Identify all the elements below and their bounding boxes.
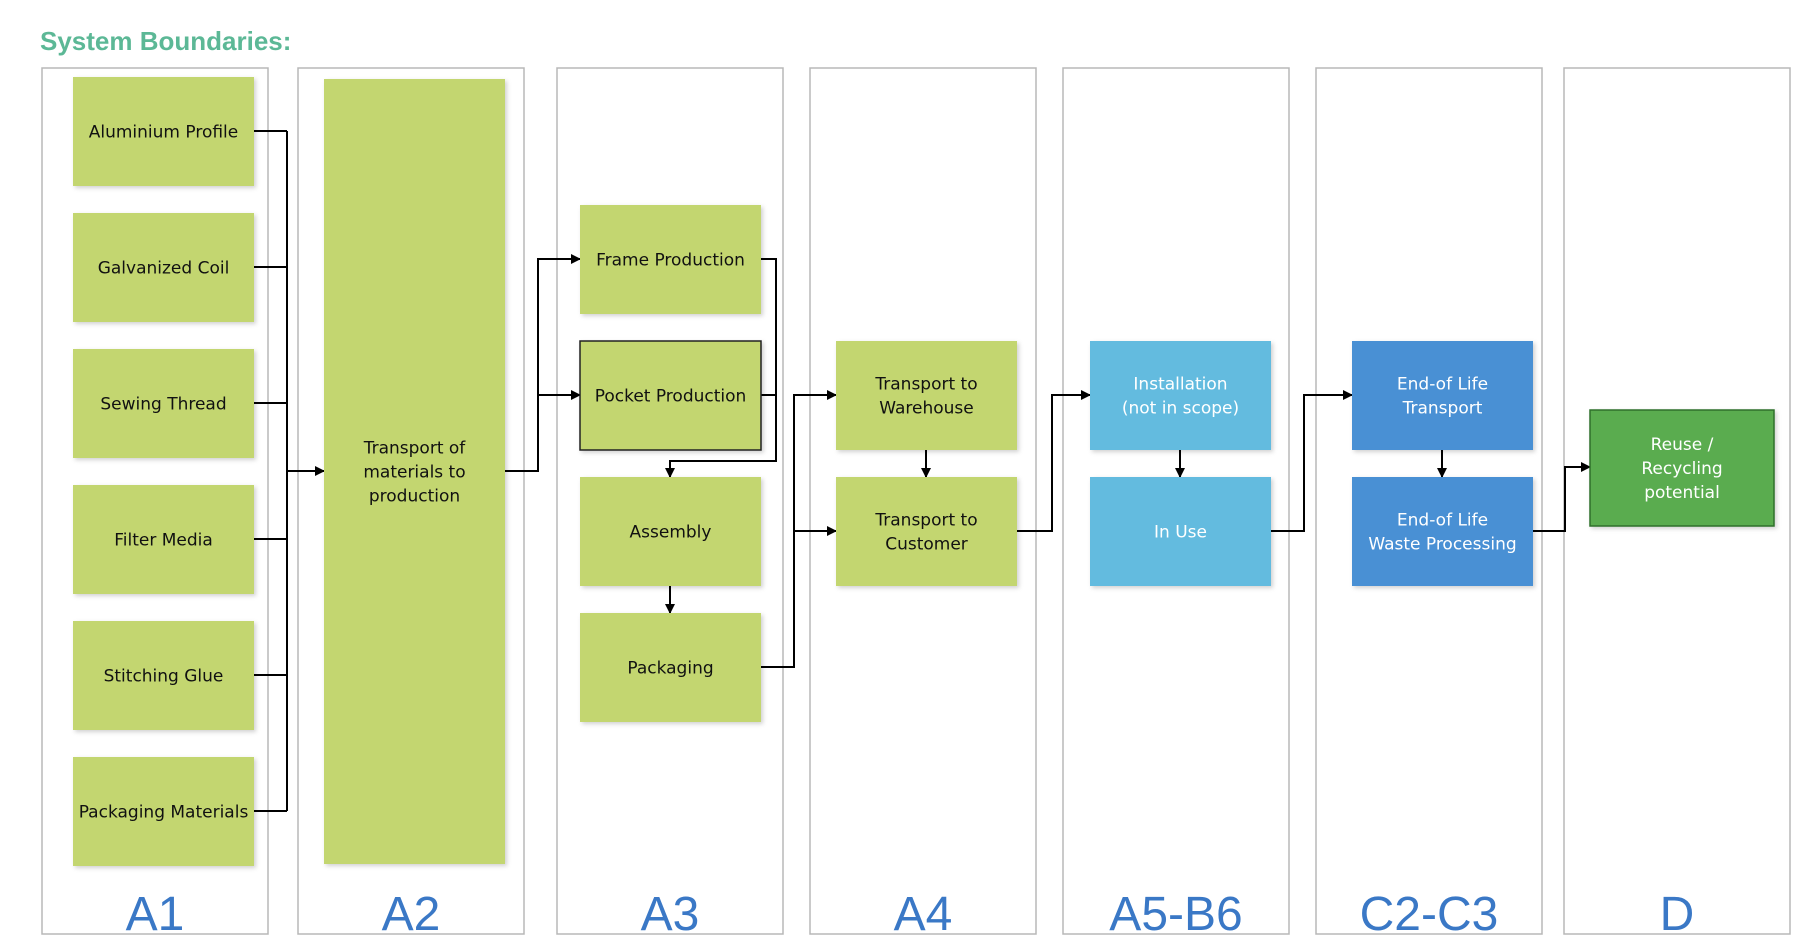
node-label-warehouse: Transport to — [874, 375, 977, 395]
column-label-a4: A4 — [894, 888, 953, 941]
node-customer: Transport to Customer — [836, 477, 1017, 586]
column-label-c2c3: C2-C3 — [1360, 888, 1499, 941]
node-box-glue — [73, 621, 254, 730]
node-label-eolwaste: End-of Life — [1397, 511, 1488, 531]
node-box-eolwaste — [1352, 477, 1533, 586]
node-box-customer — [836, 477, 1017, 586]
node-packaging: Packaging — [580, 613, 761, 722]
node-reuse: Reuse / Recycling potential — [1589, 409, 1775, 527]
node-label-inuse: In Use — [1154, 523, 1207, 543]
node-box-assembly — [580, 477, 761, 586]
node-label-install: (not in scope) — [1122, 399, 1239, 419]
node-install: Installation (not in scope) — [1090, 341, 1271, 450]
node-label-transport: Transport of — [363, 439, 467, 459]
column-label-a3: A3 — [641, 888, 700, 941]
node-label-glue: Stitching Glue — [104, 667, 224, 687]
node-label-pocket: Pocket Production — [595, 387, 747, 407]
node-label-reuse: potential — [1644, 483, 1720, 503]
connector-inuse-to-eol-transport — [1271, 390, 1353, 532]
page-title: System Boundaries: — [40, 26, 292, 56]
node-box-pocket — [579, 340, 762, 451]
node-label-warehouse: Warehouse — [879, 399, 973, 419]
node-thread: Sewing Thread — [73, 349, 254, 458]
connector-customer-to-installation — [1017, 390, 1091, 532]
node-label-eolwaste: Waste Processing — [1368, 535, 1516, 555]
node-label-install: Installation — [1133, 375, 1227, 395]
node-galv: Galvanized Coil — [73, 213, 254, 322]
node-label-frame: Frame Production — [596, 251, 745, 271]
node-warehouse: Transport to Warehouse — [836, 341, 1017, 450]
node-transport: Transport of materials to production — [324, 79, 505, 864]
node-label-eoltransport: End-of Life — [1397, 375, 1488, 395]
node-box-galv — [73, 213, 254, 322]
node-box-thread — [73, 349, 254, 458]
node-glue: Stitching Glue — [73, 621, 254, 730]
node-assembly: Assembly — [580, 477, 761, 586]
node-label-customer: Customer — [885, 535, 968, 555]
node-label-eoltransport: Transport — [1402, 399, 1483, 419]
node-box-install — [1090, 341, 1271, 450]
node-label-transport: materials to — [363, 463, 465, 483]
node-label-filter: Filter Media — [114, 531, 213, 551]
node-packmat: Packaging Materials — [73, 757, 254, 866]
column-label-a5b6: A5-B6 — [1109, 888, 1242, 941]
node-label-customer: Transport to — [874, 511, 977, 531]
node-box-filter — [73, 485, 254, 594]
node-label-thread: Sewing Thread — [100, 395, 226, 415]
node-box-packmat — [73, 757, 254, 866]
column-label-a1: A1 — [126, 888, 185, 941]
node-label-alu: Aluminium Profile — [89, 123, 239, 143]
node-box-frame — [580, 205, 761, 314]
node-box-inuse — [1090, 477, 1271, 586]
node-box-packaging — [580, 613, 761, 722]
node-box-alu — [73, 77, 254, 186]
node-label-reuse: Reuse / — [1651, 435, 1714, 455]
node-inuse: In Use — [1090, 477, 1271, 586]
connector-waste-to-reuse — [1533, 462, 1591, 532]
connector-a2-to-frame — [505, 254, 581, 472]
connector-frame-to-assembly — [665, 258, 777, 478]
node-filter: Filter Media — [73, 485, 254, 594]
node-label-galv: Galvanized Coil — [98, 259, 230, 279]
node-label-transport: production — [369, 487, 460, 507]
node-label-reuse: Recycling — [1641, 459, 1722, 479]
node-box-warehouse — [836, 341, 1017, 450]
node-box-eoltransport — [1352, 341, 1533, 450]
node-label-packmat: Packaging Materials — [79, 803, 249, 823]
node-box-reuse — [1589, 409, 1775, 527]
node-frame: Frame Production — [580, 205, 761, 314]
column-label-d: D — [1660, 888, 1695, 941]
column-label-a2: A2 — [382, 888, 441, 941]
node-alu: Aluminium Profile — [73, 77, 254, 186]
node-label-packaging: Packaging — [627, 659, 713, 679]
node-pocket: Pocket Production — [579, 340, 762, 451]
node-box-transport — [324, 79, 505, 864]
node-label-assembly: Assembly — [630, 523, 712, 543]
